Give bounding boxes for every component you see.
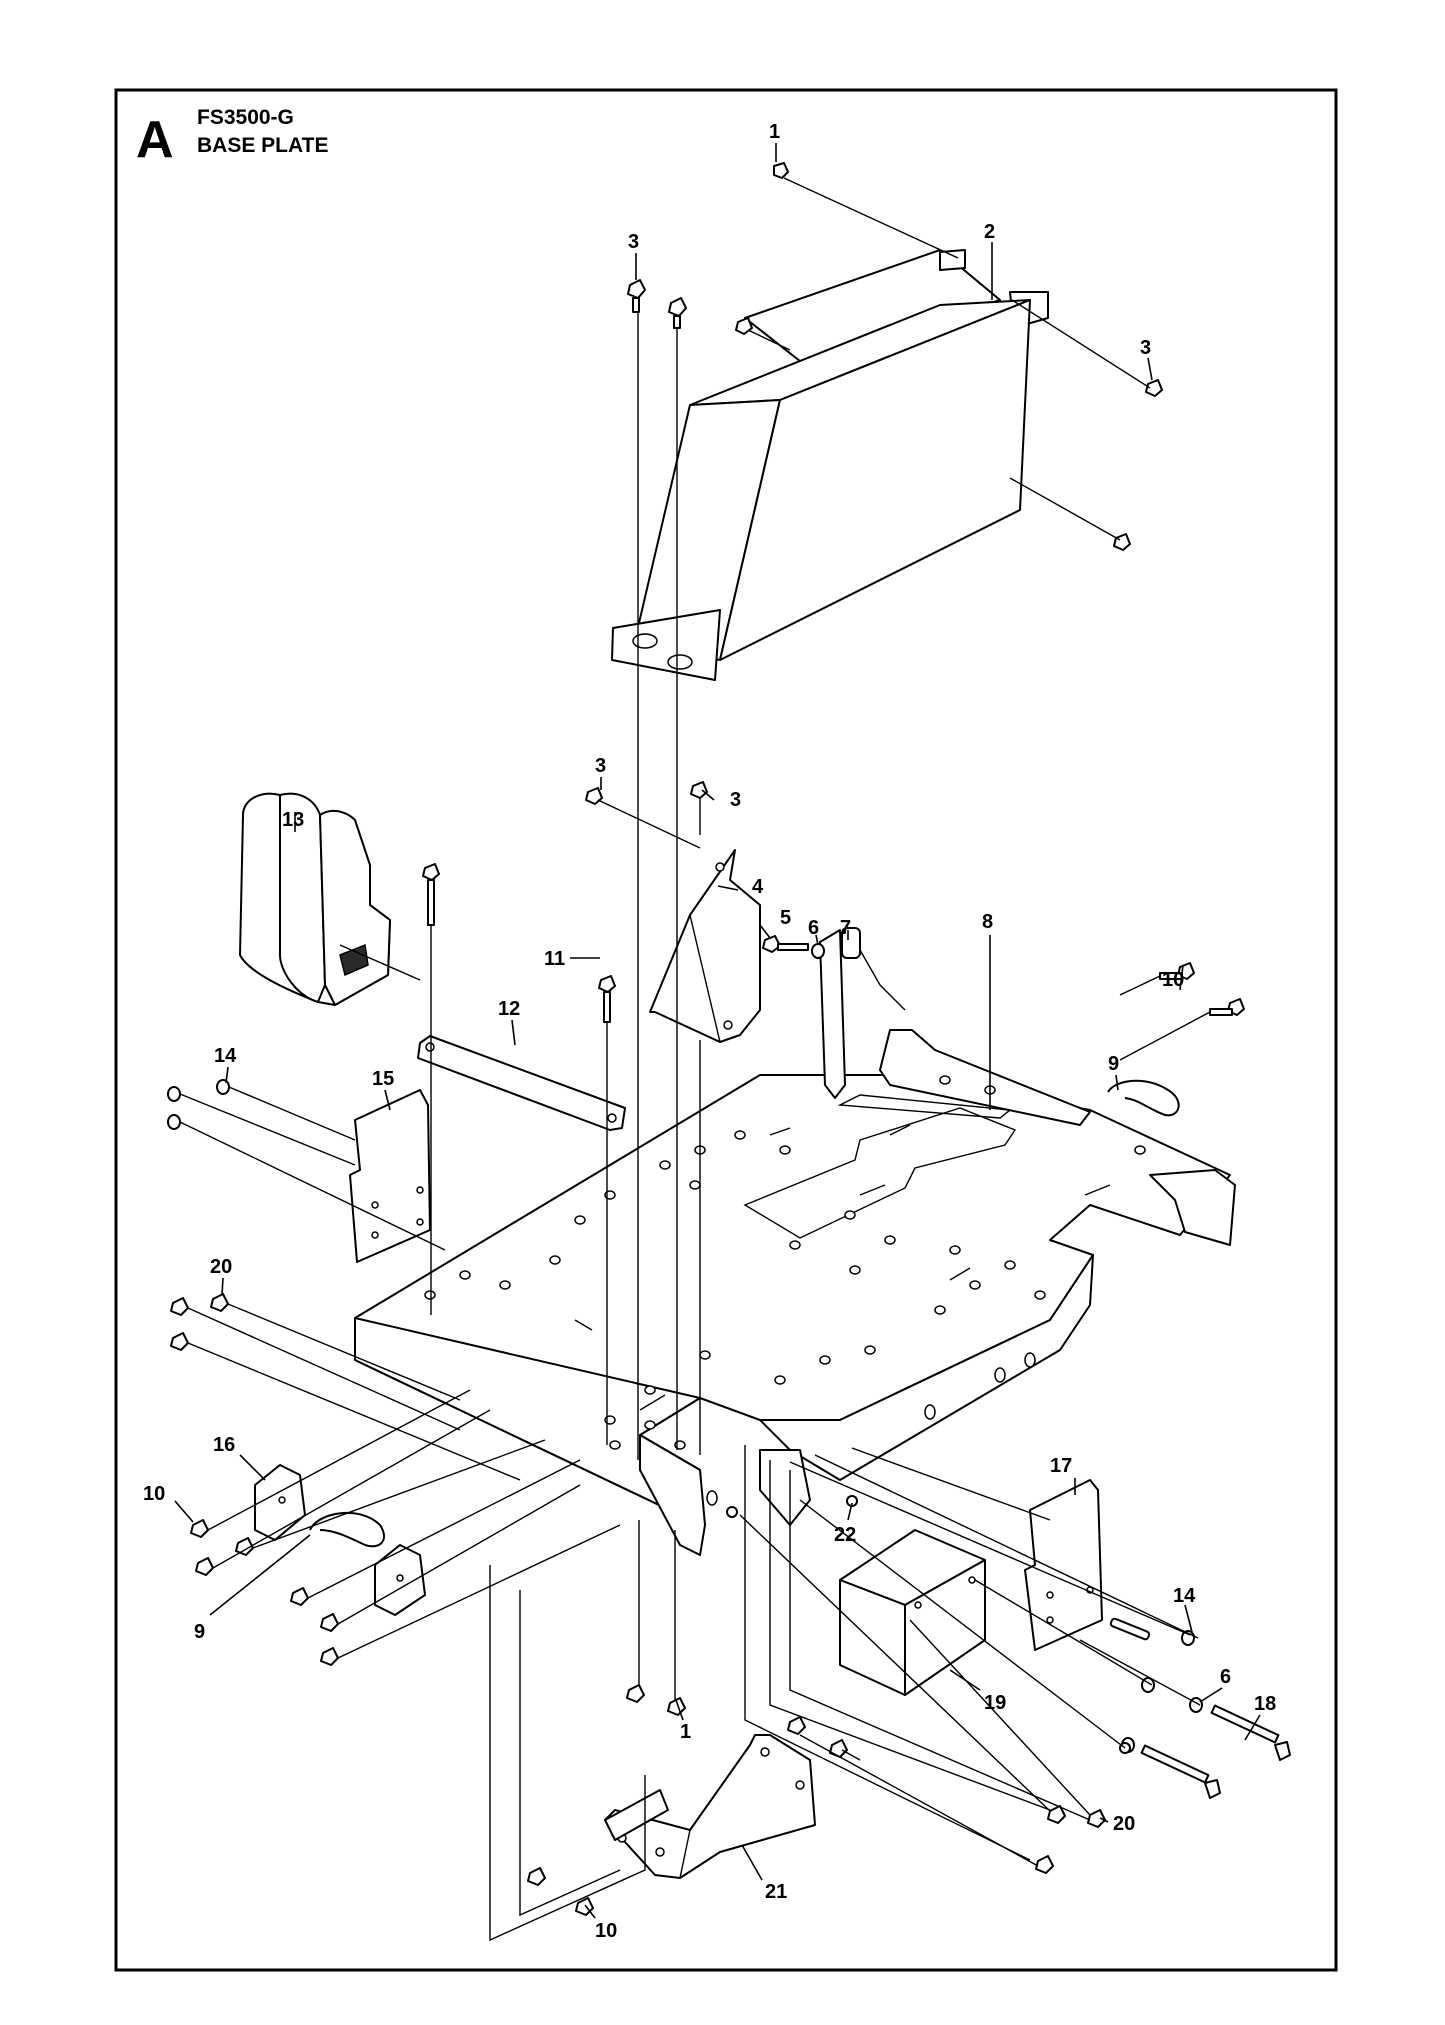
callout-11: 11 (544, 948, 565, 970)
callout-17: 17 (1050, 1455, 1072, 1477)
cover-box (611, 249, 1049, 681)
assembly-lines (179, 177, 1211, 1942)
callout-7: 7 (840, 917, 851, 939)
callout-3: 3 (1140, 337, 1151, 359)
bracket-16 (254, 1464, 426, 1616)
callout-20: 20 (1113, 1813, 1135, 1835)
callout-15: 15 (372, 1068, 394, 1090)
callout-19: 19 (984, 1692, 1006, 1714)
callout-1: 1 (769, 121, 780, 143)
fasteners (167, 162, 1291, 1916)
callout-6: 6 (1220, 1666, 1231, 1688)
box-19 (839, 1529, 986, 1696)
callout-8: 8 (982, 911, 993, 933)
bracket-21 (604, 1734, 816, 1879)
callout-14: 14 (1173, 1585, 1196, 1607)
callout-4: 4 (752, 876, 764, 898)
callout-16: 16 (213, 1434, 235, 1456)
callout-13: 13 (282, 809, 304, 831)
callout-5: 5 (780, 907, 791, 929)
base-frame (354, 1029, 1236, 1556)
callout-12: 12 (498, 998, 520, 1020)
plate-7 (819, 927, 881, 1099)
callout-6: 6 (808, 917, 819, 939)
heat-shield (239, 792, 391, 1006)
bracket-4 (649, 849, 761, 1043)
callout-14: 14 (214, 1045, 237, 1067)
bar-12 (417, 1035, 626, 1131)
section-letter: A (136, 111, 174, 169)
diagram-border (114, 88, 1338, 1972)
callout-2: 2 (984, 221, 995, 243)
callout-10: 10 (595, 1920, 617, 1942)
plate-17 (1024, 1479, 1103, 1651)
plate-15 (349, 1089, 431, 1263)
callout-20: 20 (210, 1256, 232, 1278)
leader-lines (174, 143, 1261, 1919)
callout-labels: 1 2 3 3 3 3 4 5 6 7 8 9 10 11 12 13 14 1… (143, 121, 1276, 1942)
callout-3: 3 (595, 755, 606, 777)
callout-10: 10 (1162, 969, 1184, 991)
callout-9: 9 (1108, 1053, 1119, 1075)
callout-22: 22 (834, 1524, 856, 1546)
u-bolt-9 (309, 1079, 1180, 1548)
model-number: FS3500-G (197, 106, 294, 129)
callout-1: 1 (680, 1721, 691, 1743)
callout-3: 3 (730, 789, 741, 811)
diagram-title: BASE PLATE (197, 134, 328, 157)
callout-3: 3 (628, 231, 639, 253)
callout-10: 10 (143, 1483, 165, 1505)
callout-18: 18 (1254, 1693, 1276, 1715)
callout-21: 21 (765, 1881, 787, 1903)
callout-9: 9 (194, 1621, 205, 1643)
